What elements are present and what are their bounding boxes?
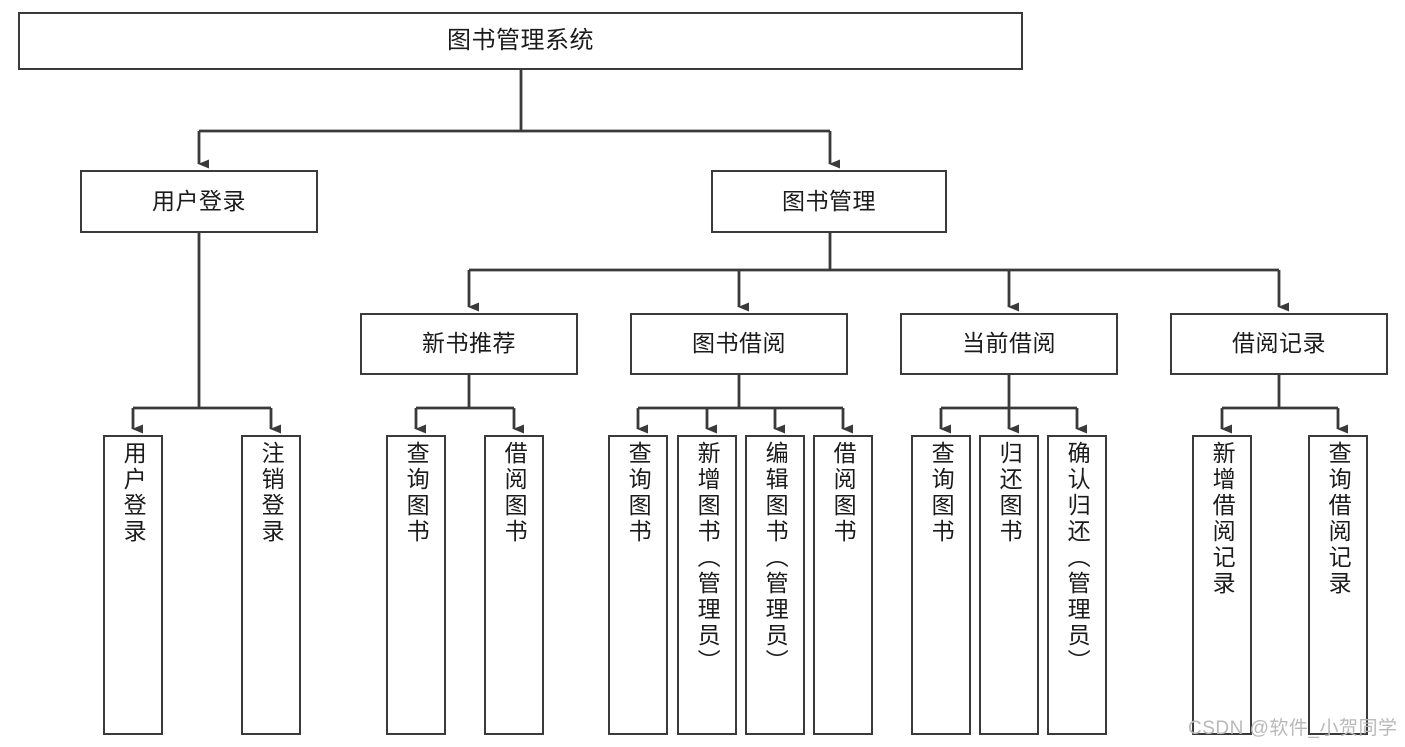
leaf-book-borrow-query[interactable]: 查询图书 bbox=[608, 435, 668, 735]
node-borrow-record[interactable]: 借阅记录 bbox=[1170, 313, 1388, 375]
leaf-borrow-record-add-label: 新增借阅记录 bbox=[1209, 441, 1236, 597]
node-book-borrow[interactable]: 图书借阅 bbox=[630, 313, 848, 375]
node-book-management-label: 图书管理 bbox=[782, 187, 876, 214]
leaf-new-book-borrow-label: 借阅图书 bbox=[501, 441, 528, 545]
leaf-current-borrow-confirm[interactable]: 确认归还（管理员） bbox=[1047, 435, 1107, 735]
leaf-borrow-record-add[interactable]: 新增借阅记录 bbox=[1192, 435, 1252, 735]
leaf-new-book-query[interactable]: 查询图书 bbox=[386, 435, 446, 735]
leaf-user-login-signout-label: 注销登录 bbox=[258, 441, 285, 545]
leaf-user-login-signin[interactable]: 用户登录 bbox=[103, 435, 163, 735]
leaf-current-borrow-return[interactable]: 归还图书 bbox=[979, 435, 1039, 735]
node-root-system[interactable]: 图书管理系统 bbox=[18, 12, 1023, 70]
node-current-borrow-label: 当前借阅 bbox=[962, 330, 1056, 357]
leaf-book-borrow-edit-label: 编辑图书（管理员） bbox=[762, 441, 789, 675]
leaf-book-borrow-query-label: 查询图书 bbox=[625, 441, 652, 545]
node-borrow-record-label: 借阅记录 bbox=[1232, 330, 1326, 357]
leaf-user-login-signin-label: 用户登录 bbox=[120, 441, 147, 545]
node-new-book-recommend[interactable]: 新书推荐 bbox=[360, 313, 578, 375]
node-user-login[interactable]: 用户登录 bbox=[80, 170, 318, 233]
leaf-current-borrow-confirm-label: 确认归还（管理员） bbox=[1064, 441, 1091, 675]
leaf-borrow-record-query-label: 查询借阅记录 bbox=[1325, 441, 1352, 597]
node-root-system-label: 图书管理系统 bbox=[447, 26, 594, 54]
leaf-user-login-signout[interactable]: 注销登录 bbox=[241, 435, 301, 735]
leaf-current-borrow-return-label: 归还图书 bbox=[996, 441, 1023, 545]
leaf-new-book-query-label: 查询图书 bbox=[403, 441, 430, 545]
csdn-watermark: CSDN @软件_小贺同学 bbox=[1188, 718, 1398, 739]
node-user-login-label: 用户登录 bbox=[152, 187, 246, 214]
leaf-book-borrow-lend[interactable]: 借阅图书 bbox=[813, 435, 873, 735]
leaf-current-borrow-query[interactable]: 查询图书 bbox=[911, 435, 971, 735]
node-book-management[interactable]: 图书管理 bbox=[711, 170, 947, 233]
leaf-book-borrow-add[interactable]: 新增图书（管理员） bbox=[677, 435, 737, 735]
leaf-book-borrow-lend-label: 借阅图书 bbox=[830, 441, 857, 545]
leaf-current-borrow-query-label: 查询图书 bbox=[928, 441, 955, 545]
leaf-new-book-borrow[interactable]: 借阅图书 bbox=[484, 435, 544, 735]
leaf-book-borrow-edit[interactable]: 编辑图书（管理员） bbox=[745, 435, 805, 735]
node-current-borrow[interactable]: 当前借阅 bbox=[900, 313, 1118, 375]
node-book-borrow-label: 图书借阅 bbox=[692, 330, 786, 357]
leaf-borrow-record-query[interactable]: 查询借阅记录 bbox=[1308, 435, 1368, 735]
node-new-book-recommend-label: 新书推荐 bbox=[422, 330, 516, 357]
leaf-book-borrow-add-label: 新增图书（管理员） bbox=[694, 441, 721, 675]
